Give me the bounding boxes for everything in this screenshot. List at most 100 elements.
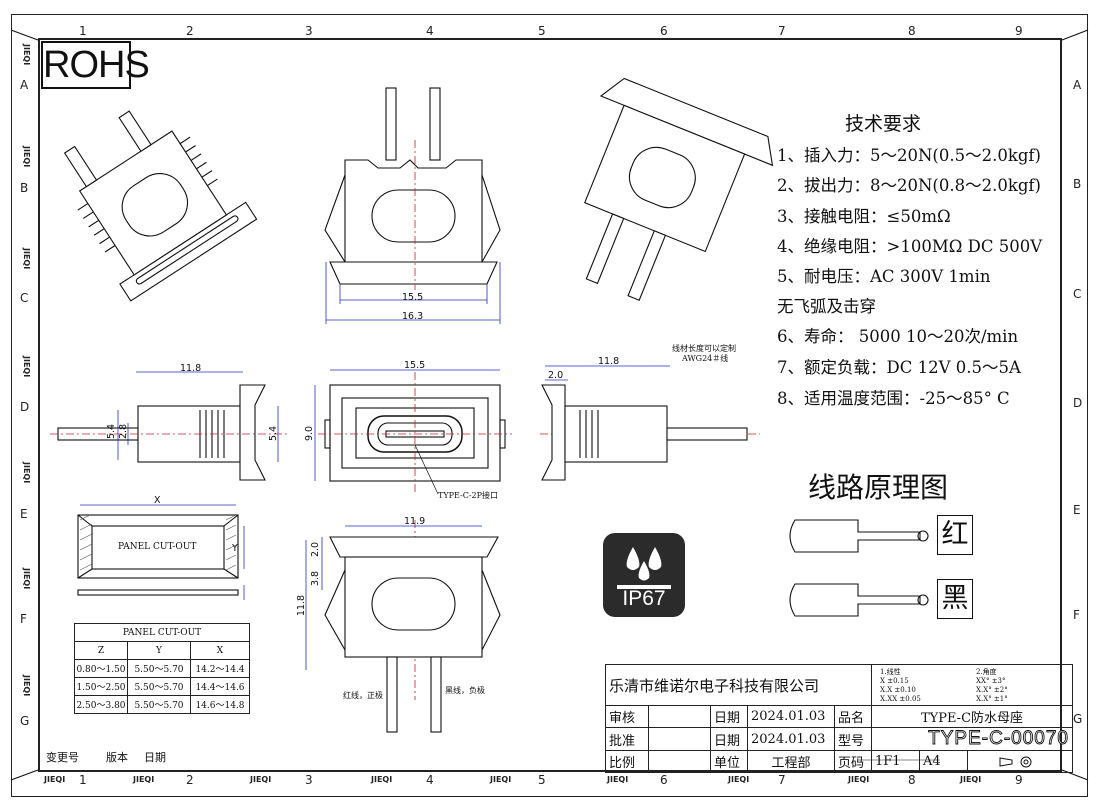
jieqi-marker-left-5: JIEQI: [22, 461, 31, 483]
requirement-4: 4、绝缘电阻：>100MΩ DC 500V: [777, 237, 1043, 256]
panel-table-title: PANEL CUT-OUT: [74, 623, 250, 642]
dim-11-8-right: 11.8: [598, 356, 620, 367]
frame-corner-tl: [10, 29, 39, 41]
zone-col-3: 3: [305, 24, 313, 38]
unit-value: 工程部: [747, 750, 835, 773]
panel-cutout-label: PANEL CUT-OUT: [118, 542, 197, 552]
dim-11-8-left: 11.8: [180, 363, 202, 374]
zone-row-f: F: [20, 612, 27, 626]
zone-col-9-bottom: 9: [1015, 773, 1023, 787]
zone-row-b-right: B: [1073, 177, 1082, 191]
scale-label: 比例: [605, 750, 649, 773]
panel-cutout-drawing: [77, 514, 239, 596]
dim-11-9: 11.9: [404, 516, 426, 527]
black-wire-note: 黑线，负极: [445, 686, 485, 695]
angle-tol-3: X.X° ±1°: [976, 695, 1008, 703]
requirement-3: 3、接触电阻：≤50mΩ: [777, 207, 951, 226]
requirements-title: 技术要求: [845, 113, 922, 135]
projection-symbol-icon: [999, 756, 1032, 768]
zone-row-a-right: A: [1073, 78, 1082, 92]
table-cell: 2.50～3.80: [74, 695, 128, 714]
black-label: 黑: [937, 579, 973, 619]
dim-16-3: 16.3: [402, 311, 424, 322]
name-label: 品名: [834, 705, 872, 728]
table-row: 1.50～2.50 5.50～5.70 14.4～14.6: [74, 677, 250, 696]
dim-15-5-mid: 15.5: [404, 360, 426, 371]
port-note: TYPE-C-2P接口: [438, 491, 498, 500]
jieqi-marker-left-1: JIEQI: [22, 43, 31, 65]
revision-date: 日期: [144, 751, 166, 764]
jieqi-marker-left-2: JIEQI: [22, 145, 31, 167]
zone-col-8: 8: [908, 24, 916, 38]
unit-label: 单位: [710, 750, 748, 773]
zone-row-e-right: E: [1073, 503, 1081, 517]
jieqi-marker-left-3: JIEQI: [22, 247, 31, 269]
drawing-border-outer: [11, 14, 1088, 797]
iso-view-left: [63, 110, 258, 302]
date-label-2: 日期: [710, 727, 748, 751]
red-wire-note: 红线，正极: [343, 691, 383, 700]
table-cell: 5.50～5.70: [127, 659, 191, 678]
dim-9-0: 9.0: [304, 425, 316, 442]
requirement-5: 5、耐电压：AC 300V 1min: [777, 267, 991, 286]
requirement-7: 7、额定负载：DC 12V 0.5～5A: [777, 358, 1021, 377]
wire-length-note: 线材长度可以定制: [672, 344, 736, 353]
zone-col-4-bottom: 4: [426, 773, 434, 787]
rohs-badge: ROHS: [41, 41, 150, 89]
zone-row-c: C: [20, 291, 29, 305]
table-cell: 5.50～5.70: [127, 677, 191, 696]
jieqi-marker-bottom-8: JIEQI: [847, 775, 869, 784]
approve-label: 批准: [605, 727, 649, 751]
jieqi-marker-bottom-1: JIEQI: [43, 775, 65, 784]
zone-col-5-bottom: 5: [538, 773, 546, 787]
port-leader: [414, 444, 439, 495]
jieqi-marker-bottom-9: JIEQI: [959, 775, 981, 784]
zone-col-1-bottom: 1: [79, 773, 87, 787]
ip67-label: IP67: [622, 587, 666, 610]
circuit-title: 线路原理图: [808, 471, 949, 504]
zone-col-7-bottom: 7: [778, 773, 786, 787]
linear-tol-3: X.XX ±0.05: [880, 695, 921, 703]
dim-11-8-bottom: 11.8: [296, 594, 308, 617]
table-cell: 14.6～14.8: [190, 695, 250, 714]
table-cell: 14.4～14.6: [190, 677, 250, 696]
date-value-2: 2024.01.03: [747, 727, 835, 751]
dim-2-0-bottom: 2.0: [310, 541, 322, 558]
frame-corner-tr: [1061, 29, 1089, 41]
table-cell: 14.2～14.4: [190, 659, 250, 678]
dim-x: X: [154, 495, 161, 506]
jieqi-marker-bottom-2: JIEQI: [132, 775, 154, 784]
zone-col-8-bottom: 8: [908, 773, 916, 787]
product-name: TYPE-C防水母座: [871, 705, 1073, 728]
table-cell: 1.50～2.50: [74, 677, 128, 696]
panel-table-header-x: X: [190, 641, 250, 660]
zone-col-5: 5: [538, 24, 546, 38]
zone-col-3-bottom: 3: [305, 773, 313, 787]
approve-sign: [648, 727, 711, 751]
review-sign: [648, 705, 711, 728]
jieqi-marker-bottom-4: JIEQI: [370, 775, 392, 784]
review-label: 审核: [605, 705, 649, 728]
table-row: 2.50～3.80 5.50～5.70 14.6～14.8: [74, 695, 250, 714]
requirement-5-note: 无飞弧及击穿: [777, 297, 876, 316]
requirement-8: 8、适用温度范围：-25～85° C: [777, 389, 1010, 408]
angle-tol-1: XX° ±3°: [976, 677, 1006, 685]
panel-table-header-z: Z: [74, 641, 128, 660]
linear-tol-1: X ±0.15: [880, 677, 909, 685]
table-row: 0.80～1.50 5.50～5.70 14.2～14.4: [74, 659, 250, 678]
side-view-left: [57, 384, 266, 481]
jieqi-marker-bottom-3: JIEQI: [249, 775, 271, 784]
dims-panel-cutout: [80, 504, 245, 600]
model-number: TYPE-C-00070: [871, 727, 1073, 751]
ip67-badge: IP67: [603, 533, 685, 617]
jieqi-marker-bottom-6: JIEQI: [606, 775, 628, 784]
red-label: 红: [937, 515, 973, 555]
side-view-right: [541, 384, 748, 481]
zone-row-g-right: G: [1073, 712, 1083, 726]
zone-row-f-right: F: [1073, 608, 1080, 622]
angle-title: 2.角度: [976, 668, 997, 676]
zone-col-7: 7: [778, 24, 786, 38]
panel-cutout-hatch: [79, 514, 237, 571]
